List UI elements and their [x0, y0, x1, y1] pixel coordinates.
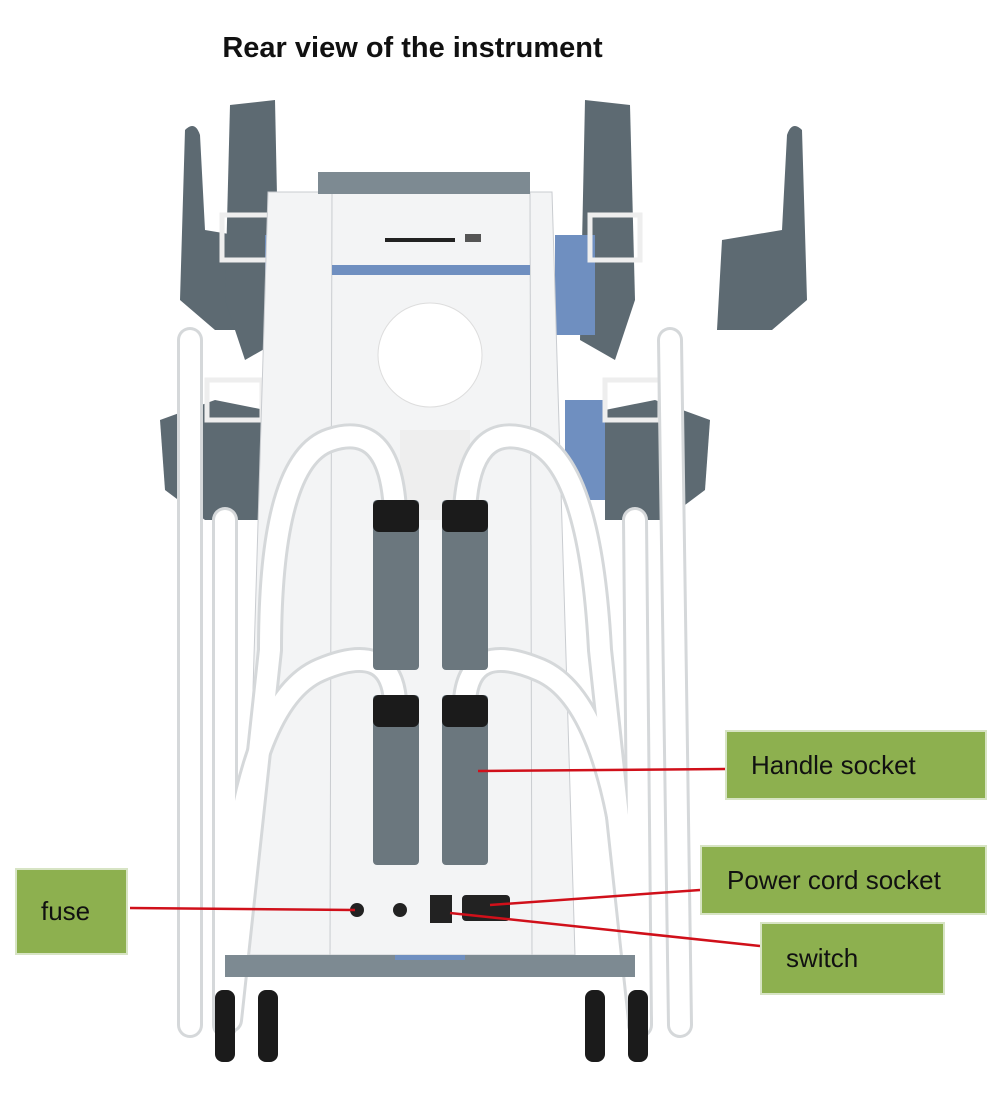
fuse-holder: [350, 903, 364, 917]
top-cap: [318, 172, 530, 194]
power-cord-socket-label: Power cord socket: [700, 845, 987, 915]
fuse-label: fuse: [15, 868, 128, 955]
switch-label: switch: [760, 922, 945, 995]
handle-socket-label: Handle socket: [725, 730, 987, 800]
wheels: [215, 990, 648, 1062]
leader-lines: [129, 767, 761, 948]
speaker-grille: [377, 302, 483, 408]
diagram-title: Rear view of the instrument: [222, 32, 603, 64]
base: [225, 955, 635, 977]
power-switch: [430, 895, 452, 923]
handle-sockets: [373, 500, 488, 865]
